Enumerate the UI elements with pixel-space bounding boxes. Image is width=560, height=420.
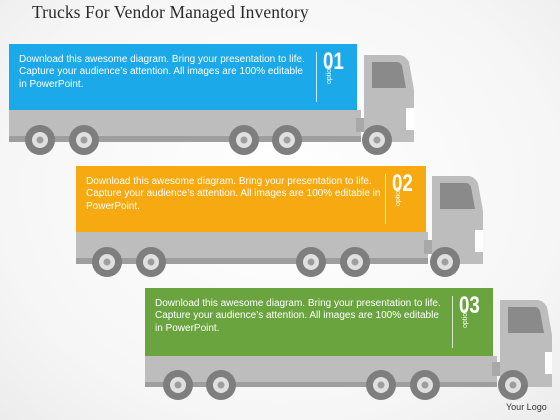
cab-window <box>440 183 475 209</box>
cab <box>500 300 552 387</box>
trailer-base <box>145 356 497 384</box>
wheels <box>92 247 460 277</box>
trailer-shadow <box>145 382 497 387</box>
option-banner-3: Download this awesome diagram. Bring you… <box>145 288 493 356</box>
option-label-3: option <box>462 308 469 328</box>
option-text-2: Download this awesome diagram. Bring you… <box>86 176 381 212</box>
trailer-base <box>9 110 361 138</box>
option-number-3: 03 <box>459 292 480 319</box>
cab-light <box>545 352 552 374</box>
cab <box>364 55 414 142</box>
cab <box>432 176 483 264</box>
cab-light <box>406 108 414 130</box>
option-banner-2: Download this awesome diagram. Bring you… <box>76 166 426 232</box>
logo-text: Your Logo <box>506 402 547 412</box>
trailer-shadow <box>9 136 361 142</box>
option-banner-1: Download this awesome diagram. Bring you… <box>9 44 357 110</box>
banner-divider <box>316 52 317 102</box>
trailer-base <box>76 232 428 260</box>
cab-window <box>508 307 544 333</box>
option-text-3: Download this awesome diagram. Bring you… <box>155 298 441 334</box>
wheels <box>25 125 392 155</box>
option-number-1: 01 <box>323 48 344 75</box>
option-number-2: 02 <box>392 170 413 197</box>
cab-light <box>475 230 483 252</box>
page-title: Trucks For Vendor Managed Inventory <box>32 2 309 22</box>
banner-divider <box>452 296 453 348</box>
banner-divider <box>385 174 386 224</box>
trailer-shadow <box>76 258 428 264</box>
option-text-1: Download this awesome diagram. Bring you… <box>19 54 305 90</box>
wheels <box>163 370 528 400</box>
cab-window <box>372 62 406 88</box>
